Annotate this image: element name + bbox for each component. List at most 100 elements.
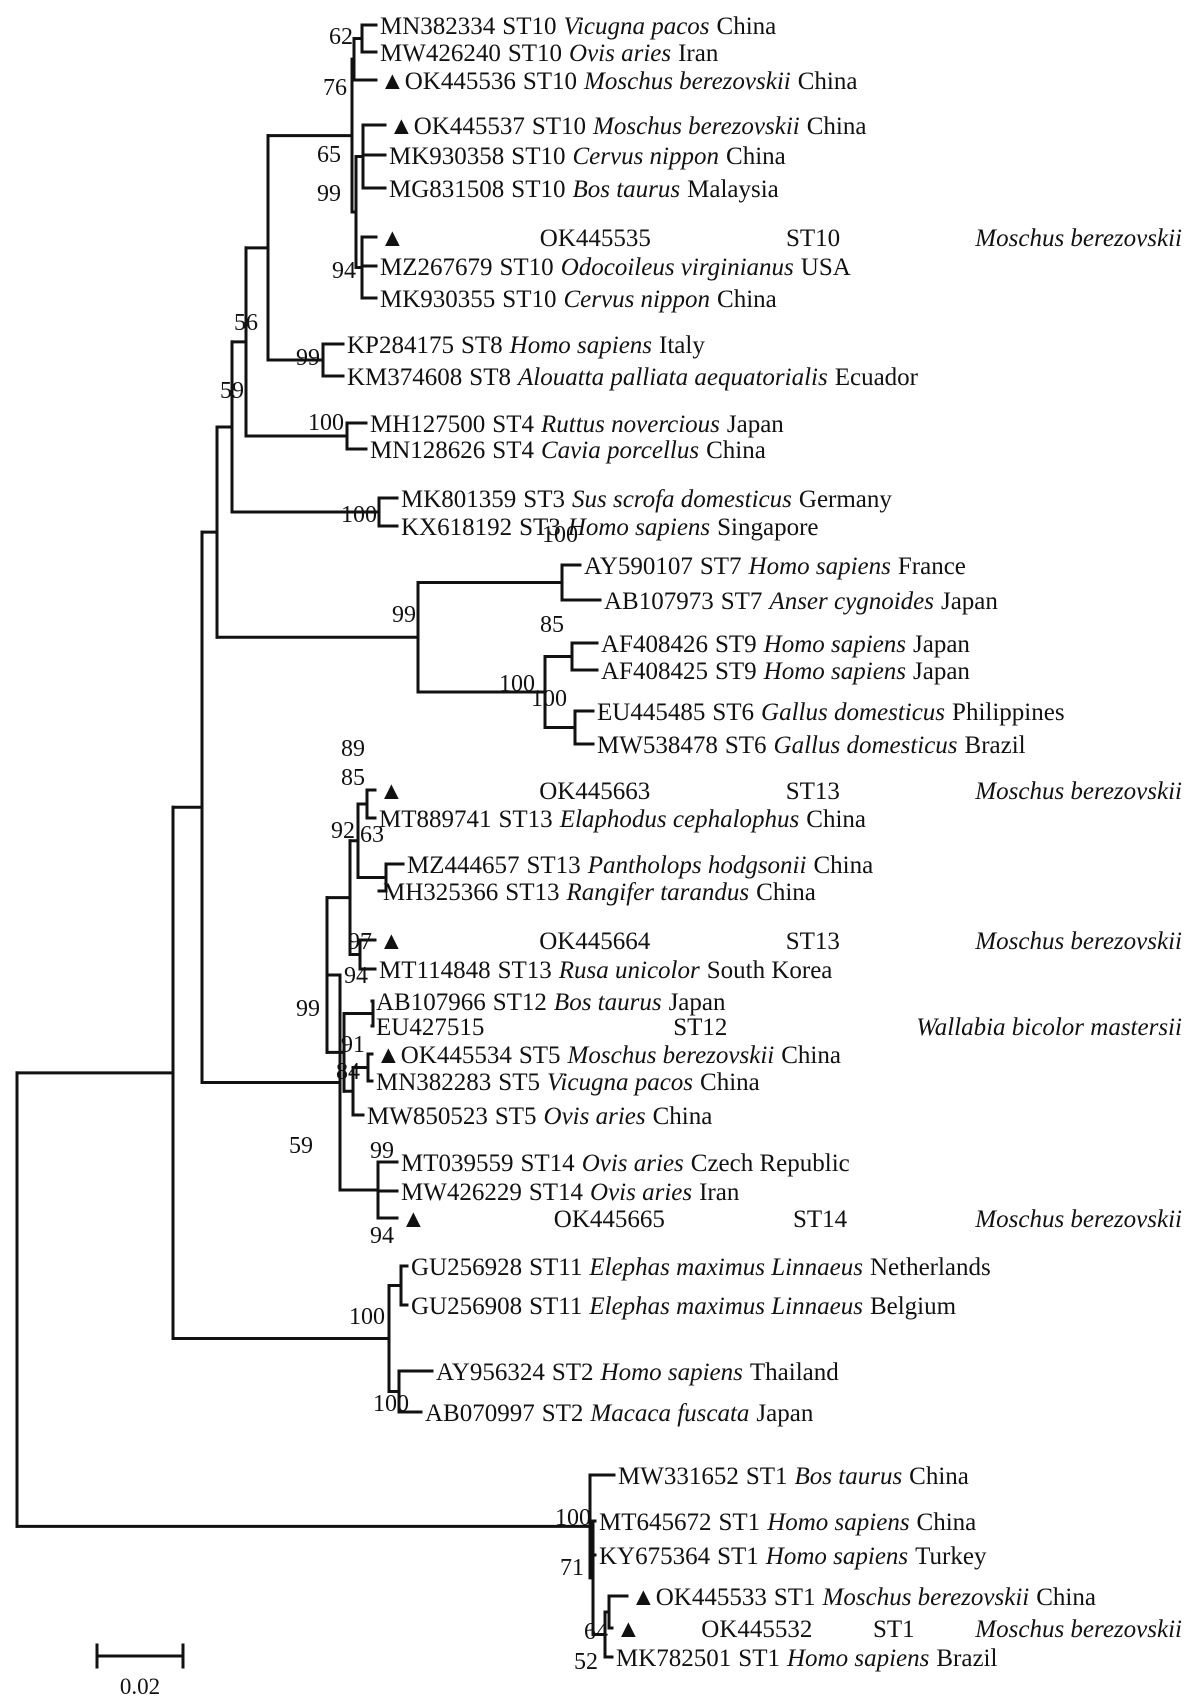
subtype-label: ST11 — [529, 1254, 582, 1281]
host-species: Moschus berezovskii — [974, 1616, 1182, 1643]
subtype-label: ST12 — [673, 1014, 727, 1041]
host-species: Bos taurus — [572, 176, 680, 203]
country-label: China — [756, 879, 816, 906]
subtype-label: ST10 — [502, 286, 556, 313]
host-species: Cervus nippon — [563, 286, 710, 313]
host-species: Ruttus novercious — [540, 411, 720, 438]
subtype-label: ST10 — [500, 254, 554, 281]
bootstrap-value: 92 — [331, 818, 355, 844]
country-label: China — [798, 68, 858, 95]
bootstrap-value: 100 — [499, 671, 535, 697]
accession-number: MT889741 — [379, 806, 492, 833]
accession-number: MW426229 — [401, 1179, 522, 1206]
subtype-label: ST10 — [532, 113, 586, 140]
country-label: China — [806, 806, 866, 833]
bootstrap-value: 65 — [317, 142, 341, 168]
bootstrap-value: 94 — [332, 258, 356, 284]
host-species: Odocoileus virginianus — [561, 254, 794, 281]
subtype-label: ST1 — [738, 1645, 780, 1672]
accession-number: AB070997 — [425, 1400, 535, 1427]
bootstrap-value: 100 — [308, 410, 344, 436]
accession-number: OK445535 — [540, 225, 651, 252]
country-label: Czech Republic — [691, 1150, 850, 1177]
bootstrap-value: 52 — [574, 1649, 598, 1675]
country-label: Japan — [727, 411, 784, 438]
country-label: South Korea — [707, 957, 833, 984]
country-label: Germany — [799, 486, 893, 513]
reference-marker-icon: ▲ — [379, 778, 404, 805]
host-species: Homo sapiens — [600, 1359, 743, 1386]
country-label: China — [1036, 1584, 1096, 1611]
bootstrap-value: 100 — [531, 686, 567, 712]
subtype-label: ST3 — [519, 514, 561, 541]
host-species: Alouatta palliata aequatorialis — [516, 364, 828, 391]
reference-marker-icon: ▲ — [389, 113, 414, 140]
host-species: Moschus berezovskii — [583, 68, 791, 95]
subtype-label: ST7 — [700, 553, 742, 580]
country-label: Netherlands — [870, 1254, 991, 1281]
accession-number: AB107966 — [376, 989, 486, 1016]
country-label: Iran — [699, 1179, 740, 1206]
host-species: Wallabia bicolor mastersii — [916, 1014, 1182, 1041]
scale-bar: 0.02 — [95, 1643, 185, 1699]
host-species: Elaphodus cephalophus — [559, 806, 800, 833]
host-species: Moschus berezovskii — [974, 1206, 1182, 1233]
country-label: Turkey — [915, 1543, 987, 1570]
host-species: Homo sapiens — [763, 658, 906, 685]
subtype-label: ST10 — [511, 176, 565, 203]
country-label: Japan — [756, 1400, 813, 1427]
host-species: Moschus berezovskii — [974, 928, 1182, 955]
country-label: Thailand — [750, 1359, 839, 1386]
country-label: China — [706, 437, 766, 464]
accession-number: MT114848 — [379, 957, 491, 984]
accession-number: AB107973 — [604, 588, 714, 615]
subtype-label: ST13 — [786, 928, 840, 955]
tree-branches — [15, 23, 629, 1659]
reference-marker-icon: ▲ — [380, 68, 405, 95]
bootstrap-value: 56 — [234, 310, 258, 336]
country-label: China — [717, 13, 777, 40]
subtype-label: ST7 — [721, 588, 763, 615]
subtype-label: ST14 — [521, 1150, 576, 1177]
subtype-label: ST8 — [461, 332, 503, 359]
accession-number: MN382334 — [380, 13, 496, 40]
accession-number: MH325366 — [383, 879, 498, 906]
bootstrap-value: 94 — [370, 1223, 394, 1249]
accession-number: MW331652 — [618, 1463, 739, 1490]
host-species: Homo sapiens — [786, 1645, 929, 1672]
accession-number: OK445663 — [539, 778, 650, 805]
subtype-label: ST12 — [493, 989, 547, 1016]
country-label: Iran — [678, 40, 719, 67]
accession-number: KX618192 — [401, 514, 512, 541]
accession-number: OK445533 — [656, 1584, 767, 1611]
accession-number: MK801359 — [401, 486, 516, 513]
country-label: China — [700, 1069, 760, 1096]
subtype-label: ST2 — [552, 1359, 594, 1386]
bootstrap-value: 85 — [341, 765, 365, 791]
country-label: Japan — [669, 989, 726, 1016]
host-species: Pantholops hodgsonii — [587, 852, 807, 879]
accession-number: EU427515 — [376, 1014, 484, 1041]
host-species: Bos taurus — [795, 1463, 903, 1490]
bootstrap-value: 76 — [323, 75, 347, 101]
bootstrap-value: 100 — [373, 1391, 409, 1417]
subtype-label: ST4 — [492, 437, 534, 464]
subtype-label: ST1 — [873, 1616, 915, 1643]
